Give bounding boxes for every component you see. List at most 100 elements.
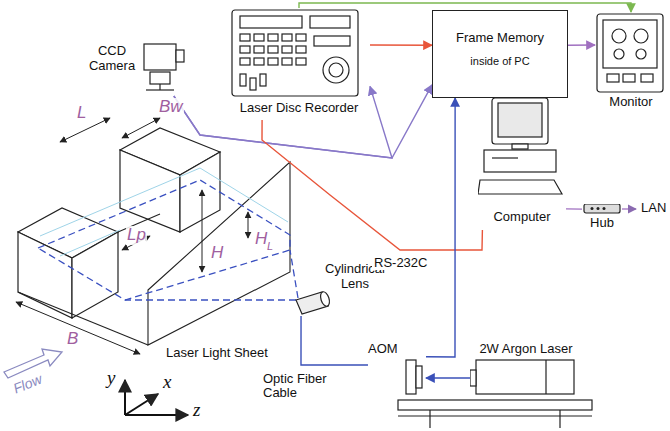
- drawing-stroke: [125, 414, 188, 416]
- dimension-label: z: [192, 400, 201, 421]
- drawing-stroke: [429, 410, 430, 428]
- drawing-stroke: [314, 36, 350, 46]
- drawing-stroke: [124, 380, 126, 415]
- drawing-stroke: [200, 168, 288, 222]
- drawing-stroke: [250, 78, 256, 90]
- drawing-stroke: [398, 415, 592, 416]
- edge-label: RS-232C: [372, 256, 429, 270]
- drawing-stroke: [597, 14, 663, 92]
- drawing-stroke: [125, 299, 296, 300]
- drawing-stroke: [122, 118, 160, 138]
- drawing-stroke: [240, 74, 246, 86]
- drawing-stroke: [484, 150, 556, 172]
- drawing-stroke: [398, 400, 592, 410]
- aom: AOM: [368, 340, 426, 398]
- monitor: Monitor: [595, 12, 667, 112]
- dimension-label: x: [162, 372, 172, 393]
- text-label: L: [266, 240, 274, 252]
- drawing-stroke: [492, 157, 518, 158]
- node-label: AOM: [368, 342, 404, 357]
- drawing-stroke: [268, 46, 278, 53]
- node-label: Laser Disc Recorder: [228, 101, 370, 116]
- drawing-stroke: [180, 152, 220, 232]
- drawing-stroke: [614, 49, 624, 59]
- dimension-arrows: [16, 118, 248, 354]
- node-label: inside of PC: [433, 55, 567, 68]
- drawing-stroke: [319, 291, 331, 308]
- drawing-stroke: [290, 250, 298, 298]
- drawing-stroke: [636, 49, 646, 59]
- drawing-stroke: [18, 232, 72, 318]
- drawing-stroke: [144, 44, 176, 70]
- optic-fiber: [301, 316, 368, 365]
- drawing-stroke: [416, 366, 422, 388]
- drawing-stroke: [240, 16, 302, 28]
- node-label: Computer: [478, 210, 566, 225]
- drawing-stroke: [125, 394, 158, 415]
- water-surface: [40, 168, 288, 256]
- laser-beam: [426, 377, 470, 378]
- drawing-stroke: [607, 74, 619, 82]
- node-label: Hub: [582, 216, 622, 231]
- drawing-stroke: [296, 58, 306, 65]
- drawing-stroke: [641, 74, 653, 82]
- drawing-stroke: [282, 34, 292, 41]
- text-label: LAN: [640, 201, 667, 215]
- drawing-stroke: [310, 16, 350, 28]
- video-line: [568, 44, 595, 46]
- drawing-stroke: [612, 29, 626, 43]
- drawing-stroke: [159, 84, 160, 90]
- drawing-stroke: [323, 57, 349, 83]
- drawing-stroke: [240, 34, 250, 41]
- video-line: [174, 86, 392, 158]
- drawing-stroke: [40, 168, 200, 236]
- drawing-stroke: [545, 360, 546, 394]
- axes: [125, 380, 188, 415]
- drawing-stroke: [268, 58, 278, 65]
- drawing-stroke: [512, 144, 528, 149]
- drawing-stroke: [240, 58, 250, 65]
- drawing-stroke: [476, 360, 574, 394]
- drawing-stroke: [38, 180, 290, 300]
- drawing-stroke: [492, 98, 548, 144]
- channel-walls: [18, 162, 290, 345]
- drawing-stroke: [329, 63, 343, 77]
- drawing-stroke: [176, 50, 184, 62]
- node-label: CCD Camera: [82, 44, 142, 74]
- drawing-stroke: [634, 29, 648, 43]
- drawing-stroke: [202, 190, 203, 272]
- text-label: Laser Light Sheet: [165, 346, 269, 360]
- drawing-stroke: [296, 46, 306, 53]
- drawing-stroke: [478, 180, 562, 194]
- laser-disc-recorder: Laser Disc Recorder: [228, 8, 370, 120]
- drawing-stroke: [254, 34, 264, 41]
- drawing-stroke: [248, 212, 249, 238]
- hub: Hub: [582, 204, 622, 234]
- drawing-stroke: [559, 410, 560, 428]
- dimension-label: Lp: [126, 226, 147, 245]
- network-cable: [566, 208, 582, 210]
- drawing-stroke: [232, 10, 358, 96]
- drawing-stroke: [584, 204, 620, 213]
- drawing-stroke: [268, 34, 278, 41]
- node-label: Monitor: [595, 95, 667, 110]
- drawing-stroke: [282, 58, 292, 65]
- drawing-stroke: [254, 46, 264, 53]
- drawing-stroke: [603, 20, 657, 68]
- node-label: 2W Argon Laser: [470, 342, 582, 357]
- signal-line: [370, 44, 432, 46]
- drawing-stroke: [296, 34, 306, 41]
- text-label: Optic Fiber Cable: [262, 372, 356, 401]
- dimension-label: B: [66, 330, 79, 349]
- drawing-stroke: [120, 150, 180, 232]
- drawing-stroke: [597, 207, 600, 210]
- trigger-line: [426, 98, 455, 357]
- drawing-stroke: [16, 302, 140, 354]
- serial-cable: [262, 120, 482, 250]
- drawing-stroke: [470, 370, 476, 386]
- camera-icon: CCD Camera: [82, 38, 190, 96]
- dimension-label: L: [76, 104, 87, 123]
- drawing-stroke: [240, 46, 250, 53]
